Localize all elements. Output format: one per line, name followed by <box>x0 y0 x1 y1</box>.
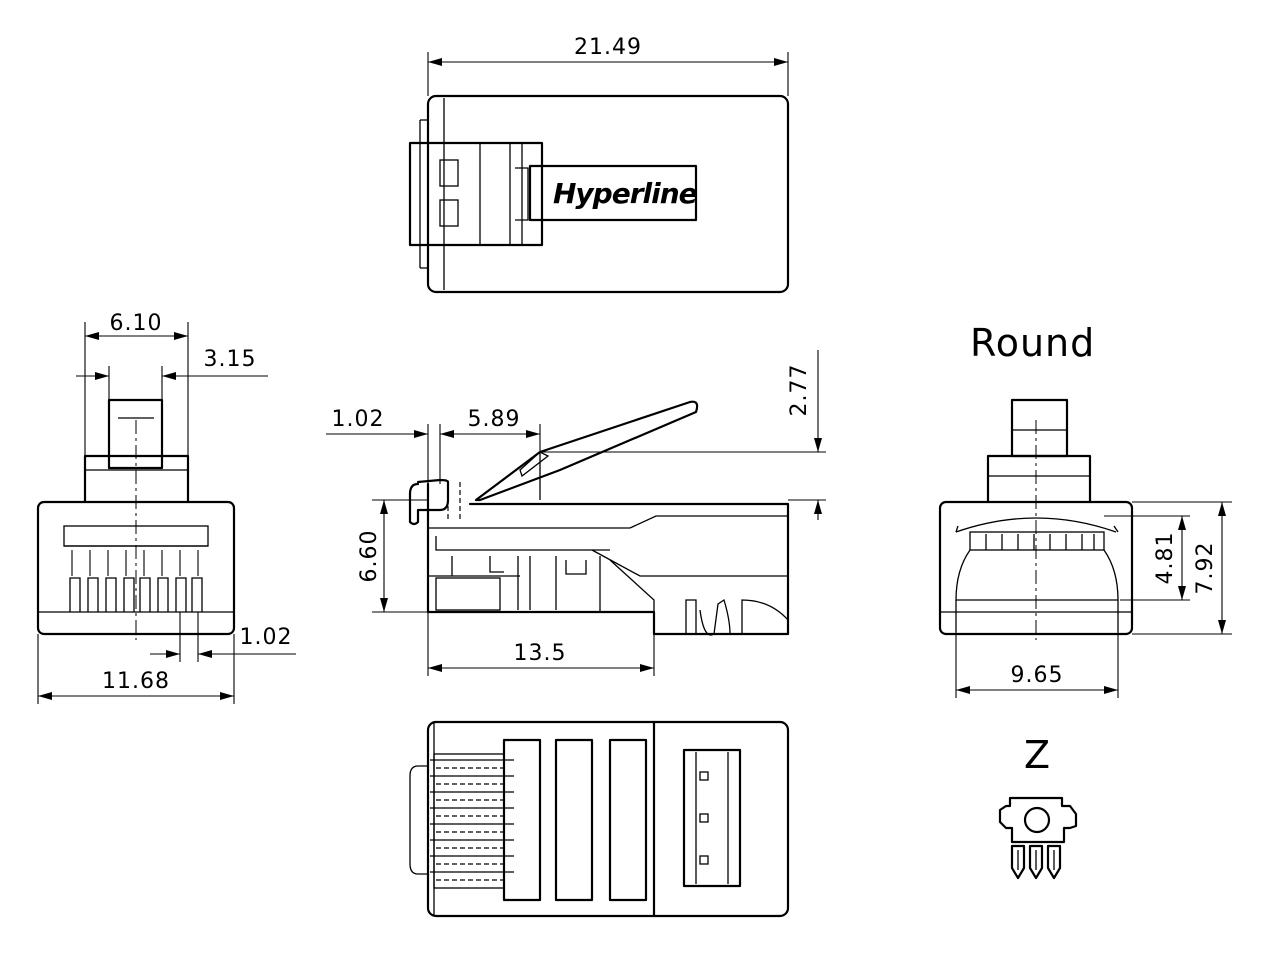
bottom-view <box>409 720 790 918</box>
dim-front-pitch: 1.02 <box>240 625 293 650</box>
top-view: Hyperline 21.49 <box>408 35 790 294</box>
dim-top-length: 21.49 <box>574 35 642 60</box>
dim-round-height: 7.92 <box>1193 542 1218 595</box>
dim-front-width: 11.68 <box>102 669 170 694</box>
front-contacts <box>69 550 203 612</box>
detail-z: Z <box>998 733 1078 880</box>
dim-front-offset: 3.15 <box>204 347 257 372</box>
dim-front-tab-width: 6.10 <box>110 311 163 336</box>
bottom-contacts <box>430 759 514 881</box>
dim-side-length: 13.5 <box>514 641 567 666</box>
round-view-label: Round <box>970 321 1095 365</box>
dim-side-latch-height: 2.77 <box>787 364 812 417</box>
dim-round-inner-height: 4.81 <box>1153 532 1178 585</box>
round-view: Round 4.81 7.92 <box>938 321 1232 698</box>
front-view: 6.10 3.15 1.02 11.68 <box>36 311 296 704</box>
detail-z-label: Z <box>1024 733 1051 777</box>
dim-side-body-height: 6.60 <box>357 530 382 583</box>
dim-round-width: 9.65 <box>1011 663 1064 688</box>
dim-side-latch: 5.89 <box>468 407 521 432</box>
side-view: 1.02 5.89 2.77 6.60 13.5 <box>326 350 826 676</box>
brand-label: Hyperline <box>553 177 697 210</box>
dim-side-lip: 1.02 <box>332 407 385 432</box>
